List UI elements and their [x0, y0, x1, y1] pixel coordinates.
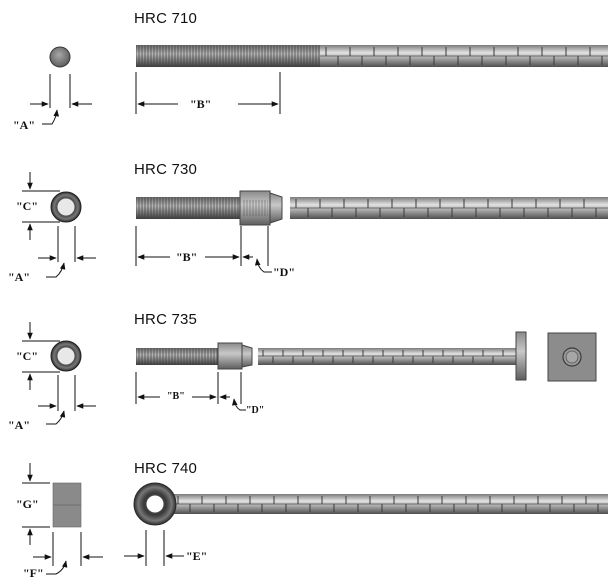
section-hrc-730: [22, 172, 608, 278]
dimension-a-730: [38, 226, 96, 278]
label-a-735: "A": [8, 418, 30, 432]
label-a-710: "A": [13, 118, 35, 132]
dimension-f-740: [33, 532, 103, 575]
section-hrc-710: [30, 45, 608, 125]
end-anchor-plate: [515, 331, 527, 381]
dimension-g-740: [22, 463, 50, 545]
label-b-735: "B": [167, 391, 185, 402]
threaded-rebar-710: [136, 45, 608, 67]
label-a-730: "A": [8, 270, 30, 284]
coupler-sleeve: [217, 342, 243, 370]
section-hrc-740: [22, 463, 608, 575]
dimension-c-730: [22, 172, 60, 240]
label-b-730: "B": [176, 250, 198, 264]
anchor-plate-front-view: [547, 332, 597, 382]
threaded-rebar-730: [136, 190, 608, 226]
dimension-a-735: [38, 375, 96, 425]
title-hrc-730: HRC 730: [134, 161, 198, 178]
dimension-b-735: [135, 372, 246, 411]
eye-rebar-740: [133, 482, 608, 526]
title-hrc-735: HRC 735: [134, 311, 198, 328]
title-hrc-740: HRC 740: [134, 460, 198, 477]
label-e-740: "E": [186, 549, 208, 563]
label-c-735: "C": [16, 349, 38, 363]
dimension-a-710: [30, 74, 92, 125]
label-d-735: "D": [246, 405, 265, 416]
title-hrc-710: HRC 710: [134, 10, 198, 27]
dimension-c-735: [22, 322, 60, 390]
dimension-e-740: [124, 530, 184, 566]
label-d-730: "D": [273, 265, 295, 279]
section-hrc-735: [22, 322, 597, 425]
bar-cross-section: [49, 46, 71, 68]
label-c-730: "C": [16, 199, 38, 213]
threaded-rebar-735: [136, 331, 527, 381]
label-f-740: "F": [23, 566, 44, 580]
dimension-b-730: [135, 226, 272, 273]
dimension-b-710: [135, 72, 281, 114]
label-b-710: "B": [190, 97, 212, 111]
label-g-740: "G": [16, 497, 39, 511]
